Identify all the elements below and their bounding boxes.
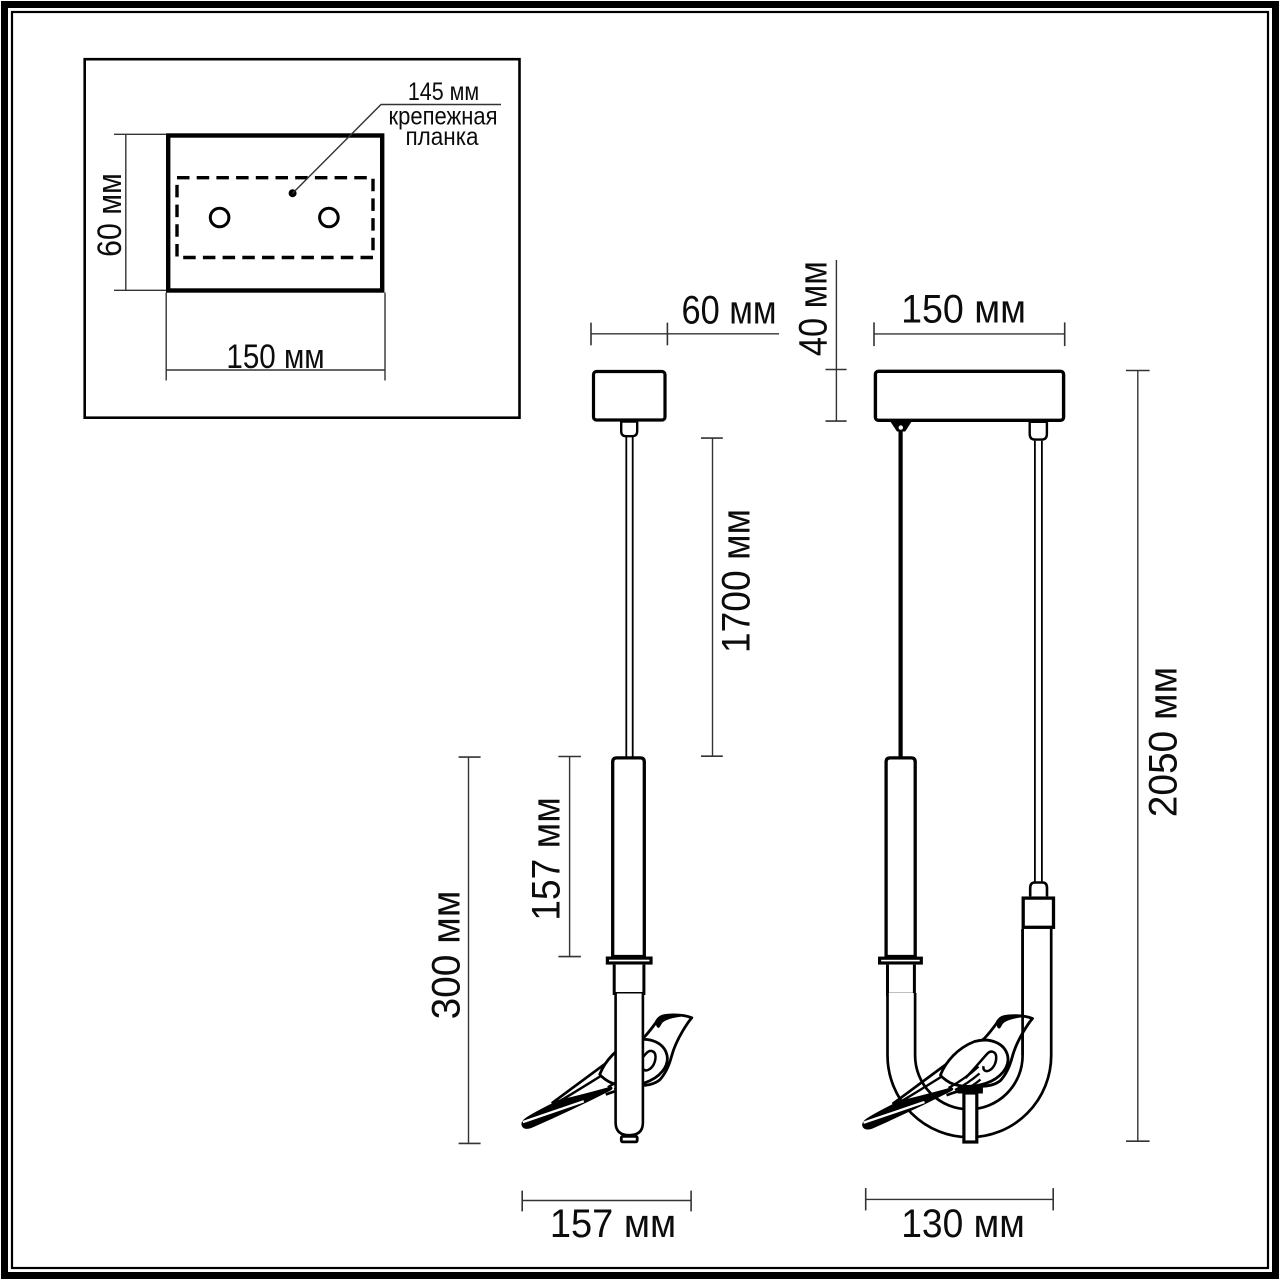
- svg-text:150 мм: 150 мм: [901, 287, 1026, 331]
- svg-text:1700 мм: 1700 мм: [714, 509, 759, 653]
- svg-text:планка: планка: [405, 123, 479, 151]
- svg-text:150 мм: 150 мм: [226, 337, 324, 375]
- svg-text:130 мм: 130 мм: [901, 1202, 1025, 1247]
- svg-text:60 мм: 60 мм: [90, 173, 128, 257]
- svg-text:157 мм: 157 мм: [524, 797, 569, 921]
- svg-text:40 мм: 40 мм: [790, 261, 835, 356]
- svg-text:300 мм: 300 мм: [424, 891, 469, 1020]
- svg-text:2050 мм: 2050 мм: [1141, 667, 1186, 817]
- svg-text:крепежная: крепежная: [389, 102, 498, 130]
- svg-text:145 мм: 145 мм: [408, 77, 479, 105]
- svg-text:157 мм: 157 мм: [550, 1202, 676, 1246]
- svg-text:60 мм: 60 мм: [681, 287, 776, 332]
